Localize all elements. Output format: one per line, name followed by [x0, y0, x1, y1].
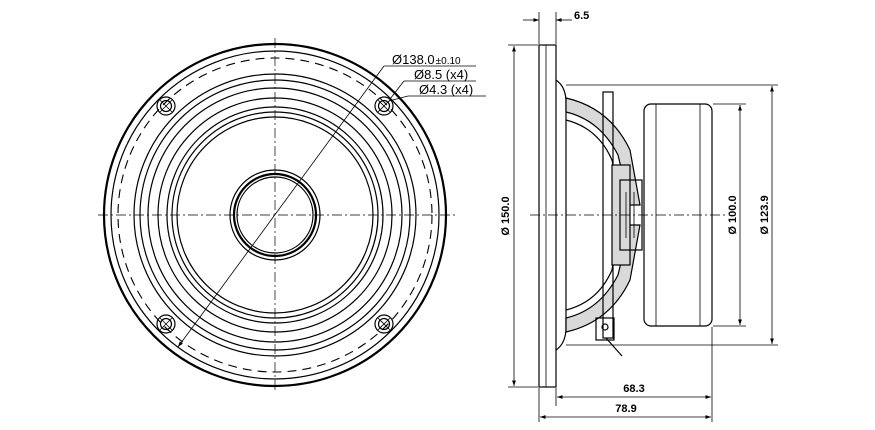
surround-mid	[157, 97, 393, 333]
basket-upper-arm-2	[565, 119, 621, 206]
dim-frame-diameter: Ø 150.0	[500, 196, 512, 235]
cone-outer	[171, 111, 379, 319]
dim-basket-diameter: Ø 123.9	[759, 195, 771, 234]
mounting-hole-top-right	[374, 96, 394, 116]
hole-4-3-leader	[388, 95, 409, 102]
bolt-circle	[117, 57, 433, 373]
hole-8-5-leader	[389, 80, 405, 100]
surround-outer	[147, 87, 403, 343]
front-view: Ø138.0±0.10 Ø8.5 (x4) Ø4.3 (x4)	[98, 38, 486, 392]
diameter-138-leader	[177, 65, 385, 348]
mounting-hole-top-left	[156, 96, 176, 116]
dim-mounting-depth: 68.3	[623, 383, 644, 395]
gasket-ring-outer	[133, 73, 417, 357]
hole-8-5-label: Ø8.5 (x4)	[414, 67, 468, 82]
terminal-screw	[601, 323, 609, 331]
side-view: 6.5 Ø 150.0 Ø 100.0 Ø 123.9 68.3 78.9	[500, 10, 778, 422]
dust-cap-inner	[236, 176, 314, 254]
mounting-hole-bottom-left	[156, 314, 176, 334]
dust-cap-outer	[229, 169, 321, 261]
frame-outer-edge	[102, 42, 448, 388]
hole-4-3-label: Ø4.3 (x4)	[419, 82, 473, 97]
terminal-block	[595, 317, 615, 341]
basket-lower-arm-2	[565, 224, 621, 311]
dust-cap-ring	[232, 172, 318, 258]
dim-magnet-diameter: Ø 100.0	[727, 195, 739, 234]
frame-inner-edge	[110, 50, 440, 380]
gasket-ring-inner	[139, 79, 411, 351]
cone-inner	[176, 116, 374, 314]
dim-flange-thickness: 6.5	[574, 10, 589, 22]
dim-overall-depth: 78.9	[615, 403, 636, 415]
flange-plate	[538, 44, 557, 388]
terminal-lead	[605, 337, 623, 357]
mounting-hole-bottom-right	[374, 314, 394, 334]
surround-inner	[166, 106, 384, 324]
diameter-138-label: Ø138.0±0.10	[392, 52, 461, 67]
